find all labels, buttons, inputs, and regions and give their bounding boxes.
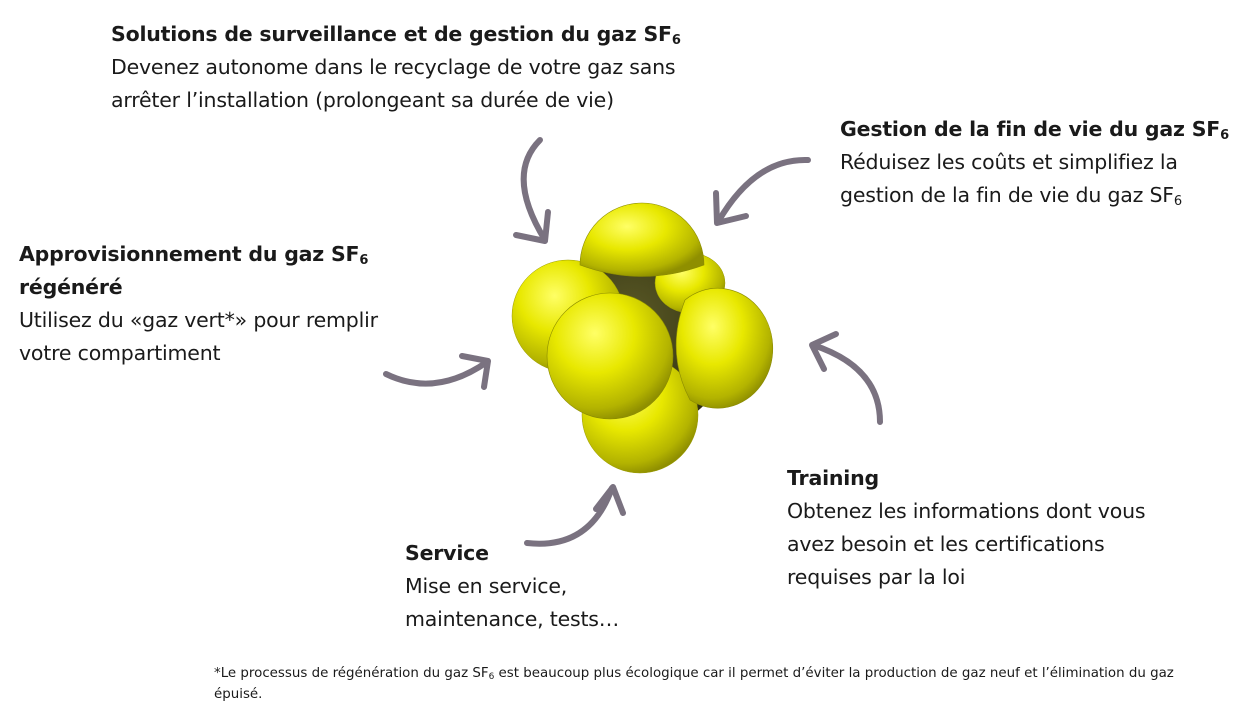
arrow-appro: [383, 353, 491, 390]
fin-vie-title: Gestion de la fin de vie du gaz SF6: [840, 117, 1229, 143]
appro-desc: Utilisez du «gaz vert*» pour remplir vot…: [19, 308, 378, 365]
training-desc: Obtenez les informations dont vous avez …: [787, 499, 1146, 589]
training-title: Training: [787, 466, 879, 490]
section-training: Training Obtenez les informations dont v…: [787, 462, 1187, 594]
section-service: Service Mise en service, maintenance, te…: [405, 537, 705, 636]
service-desc: Mise en service, maintenance, tests…: [405, 574, 620, 631]
section-fin-vie: Gestion de la fin de vie du gaz SF6 Rédu…: [840, 113, 1230, 212]
surveillance-desc: Devenez autonome dans le recyclage de vo…: [111, 55, 676, 112]
sf6-molecule-icon: [511, 202, 774, 474]
arrow-training: [809, 331, 883, 425]
service-title: Service: [405, 541, 489, 565]
arrows: [383, 137, 883, 547]
arrow-fin-vie: [713, 156, 811, 226]
arrow-service: [524, 484, 626, 547]
fin-vie-desc: Réduisez les coûts et simplifiez la gest…: [840, 150, 1182, 209]
footnote: *Le processus de régénération du gaz SF6…: [214, 666, 1174, 702]
surveillance-title: Solutions de surveillance et de gestion …: [111, 22, 681, 48]
section-surveillance: Solutions de surveillance et de gestion …: [111, 18, 691, 117]
arrow-surveillance: [513, 137, 551, 244]
